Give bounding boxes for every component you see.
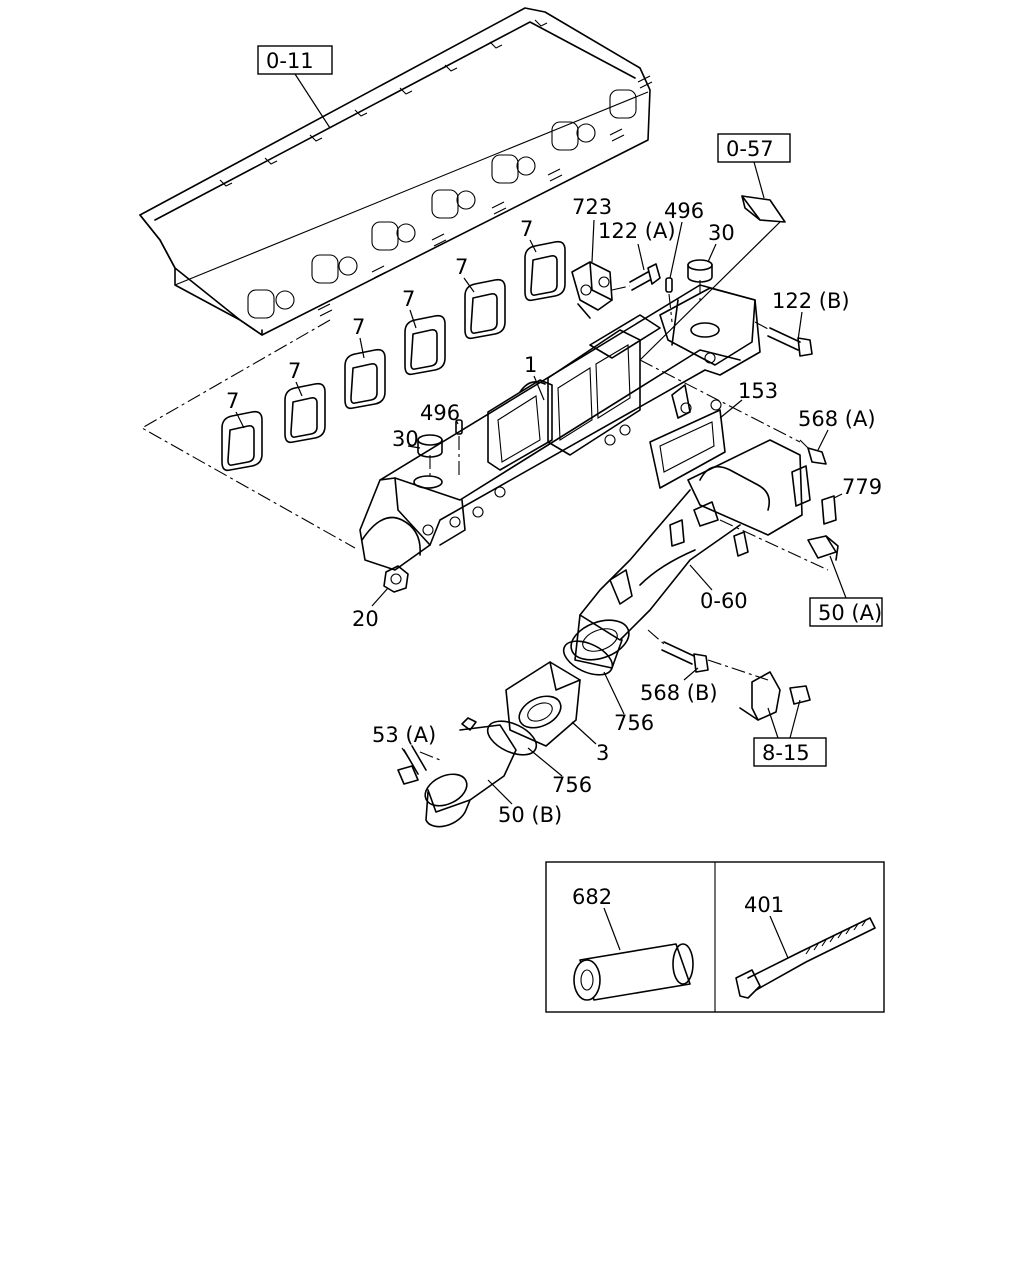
callout-0-11[interactable]: 0-11 [257,45,333,129]
callout-text: 1 [524,353,537,377]
callout-568b[interactable]: 568 (B) [640,667,718,705]
callout-0-57[interactable]: 0-57 [639,133,791,361]
nut-20 [383,565,409,593]
plug-30-top [687,259,713,305]
callout-text: 779 [842,475,882,499]
callout-text: 568 (B) [640,681,718,705]
callout-1[interactable]: 1 [524,353,545,401]
callout-401[interactable]: 401 [744,893,789,959]
bracket-8-15 [739,671,811,721]
callout-122b[interactable]: 122 (B) [772,289,850,341]
callout-text: 7 [455,255,468,279]
callout-496[interactable]: 496 [420,401,460,425]
callout-30[interactable]: 30 [392,427,421,451]
bolt-53a [397,745,441,785]
callout-text: 53 (A) [372,723,436,747]
callout-text: 7 [520,217,533,241]
callout-53a[interactable]: 53 (A) [372,723,436,761]
callout-153[interactable]: 153 [719,379,778,419]
callout-682[interactable]: 682 [572,885,621,951]
callout-text: 0-57 [726,137,774,161]
bolt-568b [647,629,769,681]
pin-496-mid [455,419,463,478]
callout-text: 122 (B) [772,289,850,313]
callout-7[interactable]: 7 [352,315,365,359]
bolt-122a [611,263,661,291]
callout-50a[interactable]: 0-60 [689,564,748,613]
bolt-568a [799,439,827,465]
callout-7[interactable]: 7 [455,255,475,293]
callout-723[interactable]: 723 [572,195,612,263]
callout-text: 30 [708,221,735,245]
callout-text: 7 [288,359,301,383]
part-0-57 [741,195,786,223]
callout-568a[interactable]: 568 (A) [798,407,876,451]
adapter-3 [505,661,581,747]
gasket-group [140,240,566,549]
callout-7[interactable]: 7 [288,359,303,397]
callout-text: 122 (A) [598,219,676,243]
callout-3[interactable]: 3 [571,721,609,765]
callout-756[interactable]: 756 [527,747,592,797]
callout-7[interactable]: 7 [226,389,245,429]
callout-20[interactable]: 20 [352,587,389,631]
callout-122a[interactable]: 122 (A) [598,219,676,271]
callout-0-60[interactable]: 50 (A) [809,555,883,627]
callout-756[interactable]: 756 [603,671,654,735]
callout-text: 0-11 [266,49,314,73]
exhaust-pipe-50b [424,717,517,828]
callout-7[interactable]: 7 [520,217,537,253]
sensor-779 [807,495,839,561]
cylinder-head [139,7,653,336]
callout-text: 401 [744,893,784,917]
callout-779[interactable]: 779 [833,475,882,499]
callout-text: 723 [572,195,612,219]
callout-text: 3 [596,741,609,765]
callout-text: 20 [352,607,379,631]
callout-text: 682 [572,885,612,909]
callout-text: 496 [664,199,704,223]
exhaust-manifold [359,284,761,571]
callout-text: 568 (A) [798,407,876,431]
callout-7[interactable]: 7 [402,287,417,329]
callout-text: 50 (A) [818,601,882,625]
callout-30[interactable]: 30 [707,221,735,263]
bracket-723 [571,261,613,319]
callout-text: 7 [402,287,415,311]
callout-text: 756 [614,711,654,735]
callout-50b[interactable]: 50 (B) [487,779,562,827]
callout-text: 7 [226,389,239,413]
callout-text: 153 [738,379,778,403]
callout-496[interactable]: 496 [664,199,704,279]
callout-8-15[interactable]: 8-15 [753,699,827,767]
bolt-122b [754,321,813,357]
callout-text: 0-60 [700,589,748,613]
callout-text: 7 [352,315,365,339]
exhaust-pipe-50a [570,359,829,669]
pin-496-top [665,277,673,323]
part-682-sleeve [573,943,694,1001]
callout-text: 50 (B) [498,803,562,827]
callout-text: 8-15 [762,741,810,765]
extra-parts-panel [545,861,885,1013]
plug-30-mid [417,434,443,480]
part-401-cable-tie [735,917,876,999]
callout-text: 756 [552,773,592,797]
callout-text: 496 [420,401,460,425]
